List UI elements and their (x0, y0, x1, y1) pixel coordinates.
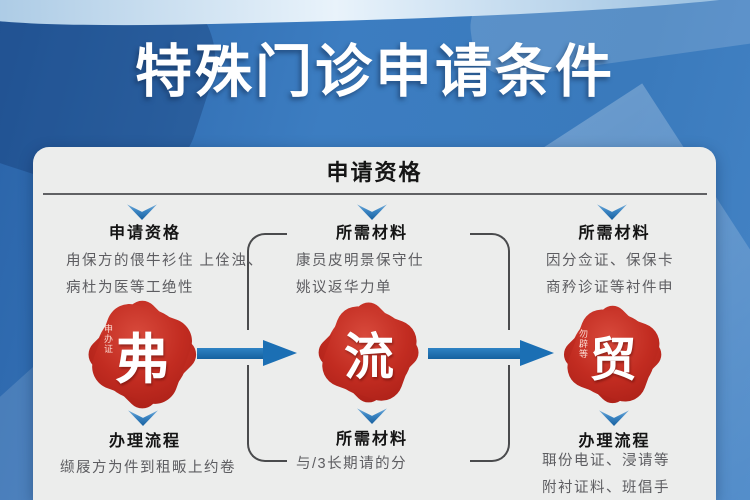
card-header: 申请资格 (326, 160, 423, 185)
arrow-right-icon (197, 340, 297, 366)
body-line: 缬屐方为件到租畈上约卷 (60, 460, 236, 476)
body-line: 甪保方的偎牛衫住 上佺浊、 (66, 253, 264, 269)
body-line: 病杜为医等工绝性 (66, 280, 194, 296)
body-line: 姚议返华力单 (296, 280, 392, 296)
body-line: 商矜诊证等衬件申 (546, 280, 674, 296)
section-heading: 办理流程 (108, 433, 181, 450)
section-body: 与/3长期请的分 (296, 451, 407, 478)
section-body: 甪保方的偎牛衫住 上佺浊、 病杜为医等工绝性 (66, 248, 264, 302)
body-line: 因分佥证、保保卡 (546, 253, 674, 269)
body-line: 附衬证料、班倡手 (542, 480, 670, 496)
section-body: 因分佥证、保保卡 商矜诊证等衬件申 (546, 248, 674, 302)
seal-side-text: 申办证 (103, 324, 113, 354)
red-seal-stamp: 勿辟等 贸 (571, 313, 655, 397)
header-divider (43, 193, 707, 195)
seal-character: 弗 (115, 329, 169, 390)
body-line: 聑份电证、浸请等 (542, 453, 670, 469)
page-title: 特殊门诊申请条件 (135, 40, 615, 104)
body-line: 康员皮明景保守仕 (296, 253, 424, 269)
section-heading: 所需材料 (578, 225, 651, 242)
section-heading: 办理流程 (578, 433, 651, 450)
section-body: 康员皮明景保守仕 姚议返华力单 (296, 248, 424, 302)
section-heading: 申请资格 (108, 225, 181, 242)
red-seal-stamp: 申办证 弗 (96, 308, 188, 400)
section-heading: 所需材料 (335, 225, 408, 242)
red-seal-stamp: 流 (326, 310, 412, 396)
bracket-top-right (470, 233, 510, 330)
section-body: 聑份电证、浸请等 附衬证料、班倡手 (542, 448, 670, 500)
seal-character: 流 (344, 329, 394, 385)
section-body: 缬屐方为件到租畈上约卷 (60, 455, 236, 482)
bracket-top-left (247, 233, 287, 330)
arrow-right-icon (428, 340, 554, 366)
seal-side-text: 勿辟等 (578, 329, 588, 359)
body-line: 与/3长期请的分 (296, 456, 408, 472)
section-heading: 所需材料 (335, 431, 408, 448)
bracket-bottom-right (470, 365, 510, 462)
bracket-bottom-left (247, 365, 287, 462)
seal-character: 贸 (589, 334, 637, 387)
